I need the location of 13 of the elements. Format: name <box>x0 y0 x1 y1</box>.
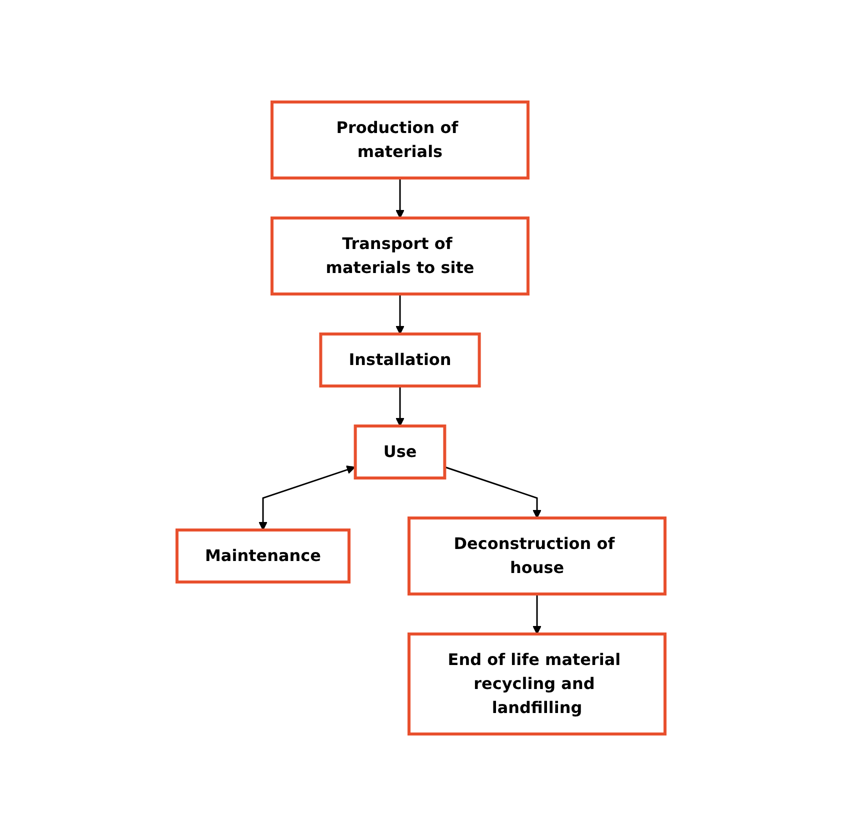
arrow <box>396 294 404 334</box>
node-box: Maintenance <box>175 528 350 584</box>
arrow <box>396 178 404 218</box>
arrow <box>444 466 542 518</box>
node-box: End of life material recycling and landfilling <box>408 632 666 736</box>
arrow <box>396 386 404 426</box>
node-box: Use <box>354 424 446 480</box>
node-box: Transport of materials to site <box>270 216 530 296</box>
node-box: Production of materials <box>270 100 530 180</box>
node-box: Deconstruction of house <box>408 516 666 596</box>
arrow <box>258 465 356 530</box>
arrow <box>532 594 542 634</box>
node-box: Installation <box>319 332 481 388</box>
